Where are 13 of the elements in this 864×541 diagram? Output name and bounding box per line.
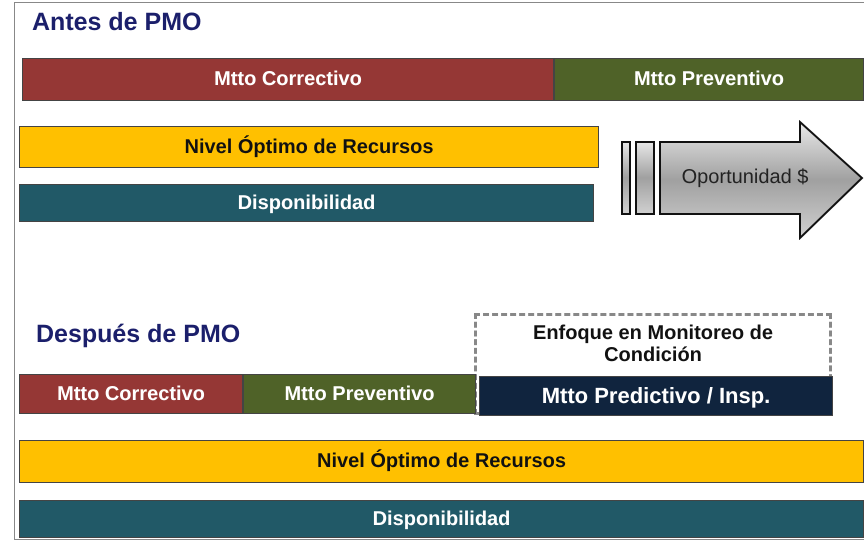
- bar: Mtto Correctivo: [19, 374, 243, 414]
- bar: Mtto Predictivo / Insp.: [479, 376, 833, 416]
- bar: Nivel Óptimo de Recursos: [19, 440, 864, 483]
- box-heading: Enfoque en Monitoreo de Condición: [532, 322, 774, 366]
- section-heading: Después de PMO: [36, 320, 240, 349]
- bar: Disponibilidad: [19, 184, 594, 222]
- bar: Mtto Preventivo: [243, 374, 476, 414]
- bar: Mtto Correctivo: [22, 58, 554, 101]
- section-heading: Antes de PMO: [32, 8, 202, 37]
- bar: Mtto Preventivo: [554, 58, 864, 101]
- dashed-box: [474, 313, 832, 415]
- bar: Disponibilidad: [19, 500, 864, 538]
- bar: Nivel Óptimo de Recursos: [19, 126, 599, 168]
